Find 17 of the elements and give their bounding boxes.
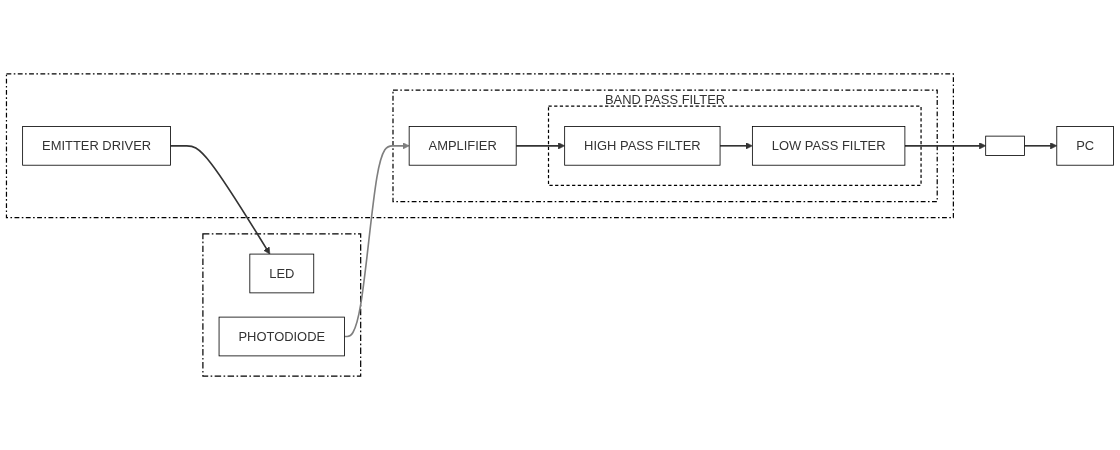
cluster	[547, 105, 922, 186]
cluster	[202, 233, 362, 377]
node-box	[985, 135, 1025, 156]
node-box: AMPLIFIER	[408, 126, 517, 166]
node-box: PC	[1056, 126, 1114, 166]
arrow	[169, 145, 271, 255]
node-box: EMITTER DRIVER	[22, 126, 171, 166]
node-box: PHOTODIODE	[218, 316, 345, 357]
arrow	[904, 142, 986, 150]
arrow	[719, 142, 753, 150]
arrow	[343, 142, 410, 338]
node-box: LED	[249, 253, 315, 294]
cluster	[5, 73, 954, 219]
arrow	[1023, 142, 1058, 150]
node-box: LOW PASS FILTER	[751, 126, 906, 166]
arrow	[515, 142, 565, 150]
node-box: HIGH PASS FILTER	[564, 126, 721, 166]
